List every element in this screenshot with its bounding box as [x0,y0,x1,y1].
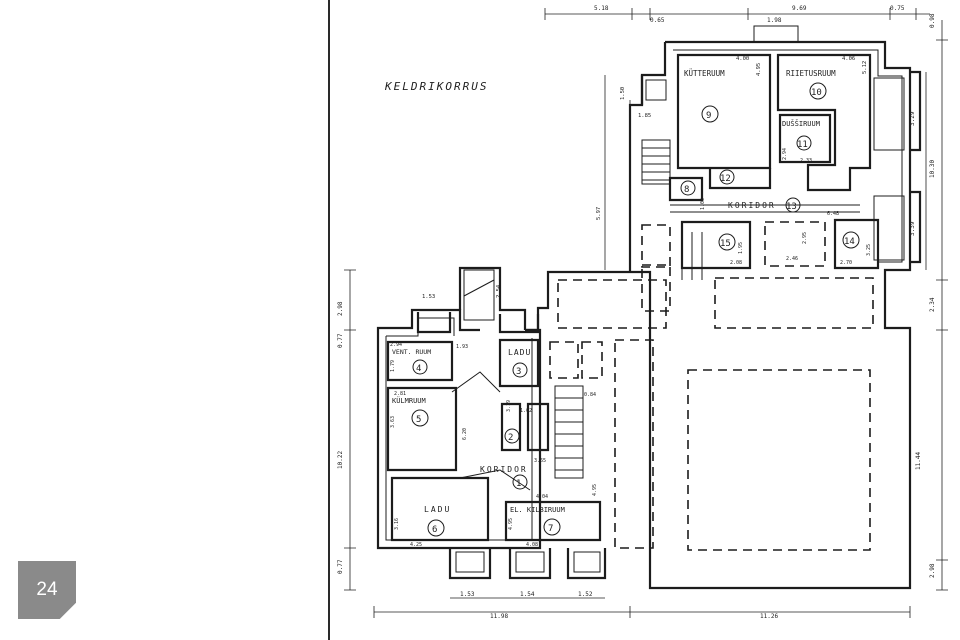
svg-text:3.19: 3.19 [506,400,512,412]
svg-text:3.16: 3.16 [394,518,400,530]
svg-text:5.97: 5.97 [596,207,602,220]
svg-text:2.94: 2.94 [782,148,788,160]
svg-text:2.95: 2.95 [802,232,808,244]
svg-text:LADU: LADU [508,348,531,357]
svg-text:3.39: 3.39 [909,221,916,236]
svg-text:14: 14 [844,237,855,247]
svg-text:5: 5 [416,415,421,425]
svg-text:1.53: 1.53 [422,294,435,300]
svg-text:15: 15 [720,239,731,249]
svg-text:2.33: 2.33 [800,158,812,164]
svg-text:4.95: 4.95 [592,484,598,496]
svg-text:1.06: 1.06 [700,198,706,210]
svg-text:0.98: 0.98 [929,13,936,28]
svg-text:6.48: 6.48 [827,211,839,217]
svg-text:9.69: 9.69 [792,5,807,12]
svg-text:1: 1 [516,479,521,489]
plan-title: KELDRIKORRUS [384,80,488,93]
svg-text:4.95: 4.95 [756,63,762,76]
svg-text:2: 2 [508,433,513,443]
svg-text:7: 7 [548,524,553,534]
svg-text:2.98: 2.98 [929,563,936,578]
svg-text:KORIDOR: KORIDOR [728,201,776,210]
svg-text:0.84: 0.84 [584,392,596,398]
page-number-badge: 24 [18,561,76,619]
svg-text:2.70: 2.70 [840,260,852,266]
svg-text:4.25: 4.25 [410,542,422,548]
svg-text:2.46: 2.46 [786,256,798,262]
svg-text:0.65: 0.65 [650,17,665,24]
svg-text:11.98: 11.98 [490,613,508,620]
svg-text:8: 8 [684,185,689,195]
page-divider [328,0,330,640]
svg-text:10.30: 10.30 [929,160,936,178]
svg-text:1.85: 1.85 [638,113,651,119]
svg-text:1.52: 1.52 [578,591,593,598]
svg-text:KÜTTERUUM: KÜTTERUUM [684,69,725,78]
svg-text:1.50: 1.50 [620,87,626,100]
room-labels: 1 KORIDOR 2 3 LADU 4 VENT. RUUM 5 KÜLMRU… [392,69,860,537]
svg-text:KÜLMRUUM: KÜLMRUUM [392,396,426,405]
svg-text:3.29: 3.29 [909,111,916,126]
svg-text:RIIETUSRUUM: RIIETUSRUUM [786,69,836,78]
svg-text:1.62: 1.62 [520,408,532,414]
svg-text:10.22: 10.22 [337,451,344,469]
svg-text:11.44: 11.44 [915,452,922,470]
window-bays [416,25,922,580]
svg-text:VENT. RUUM: VENT. RUUM [392,348,431,356]
svg-text:2.54: 2.54 [496,284,502,298]
svg-text:4.04: 4.04 [536,494,548,500]
dimension-lines [344,8,948,618]
svg-text:0.75: 0.75 [890,5,905,12]
svg-text:3.25: 3.25 [866,244,872,256]
dimension-labels: 5.18 0.65 1.98 9.69 0.75 1.53 1.54 1.52 … [337,5,936,620]
svg-text:1.93: 1.93 [456,344,468,350]
svg-text:6: 6 [432,525,437,535]
svg-text:12: 12 [720,174,731,184]
svg-text:6.20: 6.20 [462,428,468,440]
svg-text:3.63: 3.63 [390,416,396,428]
interior-walls [386,53,880,542]
left-blank-page [0,0,328,640]
svg-text:3: 3 [516,367,521,377]
svg-text:1.79: 1.79 [390,360,396,372]
svg-text:LADU: LADU [424,505,451,514]
dashed-outlines [549,221,874,551]
svg-text:4.95: 4.95 [508,518,514,530]
floor-plan-drawing: KELDRIKORRUS [337,5,948,620]
svg-text:1.53: 1.53 [460,591,475,598]
svg-text:DUŠŠIRUUM: DUŠŠIRUUM [782,119,820,128]
svg-text:2.08: 2.08 [730,260,742,266]
svg-text:EL. KILBIRUUM: EL. KILBIRUUM [510,506,565,514]
svg-text:5.18: 5.18 [594,5,609,12]
svg-text:4.08: 4.08 [526,542,538,548]
svg-text:11.26: 11.26 [760,613,778,620]
svg-text:4.00: 4.00 [736,56,749,62]
svg-text:11: 11 [797,140,808,150]
svg-text:3.65: 3.65 [534,458,546,464]
svg-text:10: 10 [811,88,822,98]
svg-text:9: 9 [706,111,711,121]
svg-text:1.54: 1.54 [520,591,535,598]
svg-text:2.81: 2.81 [394,391,406,397]
svg-text:5.12: 5.12 [862,61,868,74]
svg-text:0.77: 0.77 [337,559,344,574]
svg-text:2.98: 2.98 [337,301,344,316]
svg-text:4.06: 4.06 [842,56,855,62]
svg-text:KORIDOR: KORIDOR [480,465,528,474]
inner-dimension-labels: 4.00 4.95 4.06 5.12 1.50 1.85 5.97 2.54 … [390,56,872,548]
svg-text:4: 4 [416,364,421,374]
svg-text:1.95: 1.95 [738,242,744,254]
svg-text:2.34: 2.34 [929,297,936,312]
svg-text:2.94: 2.94 [390,342,402,348]
svg-text:13: 13 [786,202,797,212]
svg-text:1.98: 1.98 [767,17,782,24]
svg-text:0.77: 0.77 [337,333,344,348]
